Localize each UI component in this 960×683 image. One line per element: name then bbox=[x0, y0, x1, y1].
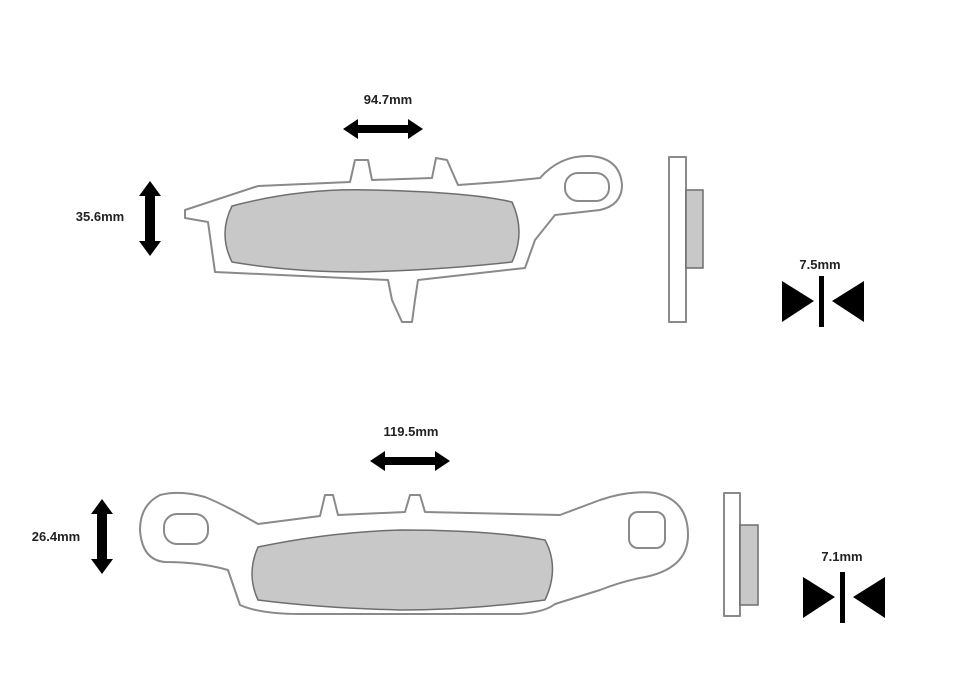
pad-2-thickness-symbol bbox=[803, 572, 885, 623]
pad-1-thickness-label: 7.5mm bbox=[799, 257, 840, 272]
pad-1-length-label: 94.7mm bbox=[364, 92, 412, 107]
pad-2-length-label: 119.5mm bbox=[384, 424, 439, 439]
pad-2-right-mounting-hole bbox=[628, 511, 666, 549]
brake-pad-1 bbox=[184, 154, 704, 323]
pad-2-side-view-lining bbox=[739, 524, 759, 606]
pad-1-height-arrow bbox=[139, 181, 161, 256]
pad-2-thickness-label: 7.1mm bbox=[821, 549, 862, 564]
pad-1-friction-material bbox=[224, 189, 520, 273]
pad-1-mounting-hole bbox=[564, 172, 610, 202]
pad-2-height-arrow bbox=[91, 499, 113, 574]
pad-1-length-arrow bbox=[343, 119, 423, 139]
pad-1-height-label: 35.6mm bbox=[76, 209, 124, 224]
pad-2-side-view-plate bbox=[723, 492, 741, 617]
pad-2-left-mounting-hole bbox=[163, 513, 209, 545]
pad-2-height-label: 26.4mm bbox=[32, 529, 80, 544]
pad-1-side-view-plate bbox=[668, 156, 687, 323]
brake-pad-2 bbox=[139, 491, 759, 617]
pad-2-friction-material bbox=[251, 529, 554, 611]
pad-2-length-arrow bbox=[370, 451, 450, 471]
pad-1-side-view-lining bbox=[685, 189, 704, 269]
pad-1-thickness-symbol bbox=[782, 276, 864, 327]
